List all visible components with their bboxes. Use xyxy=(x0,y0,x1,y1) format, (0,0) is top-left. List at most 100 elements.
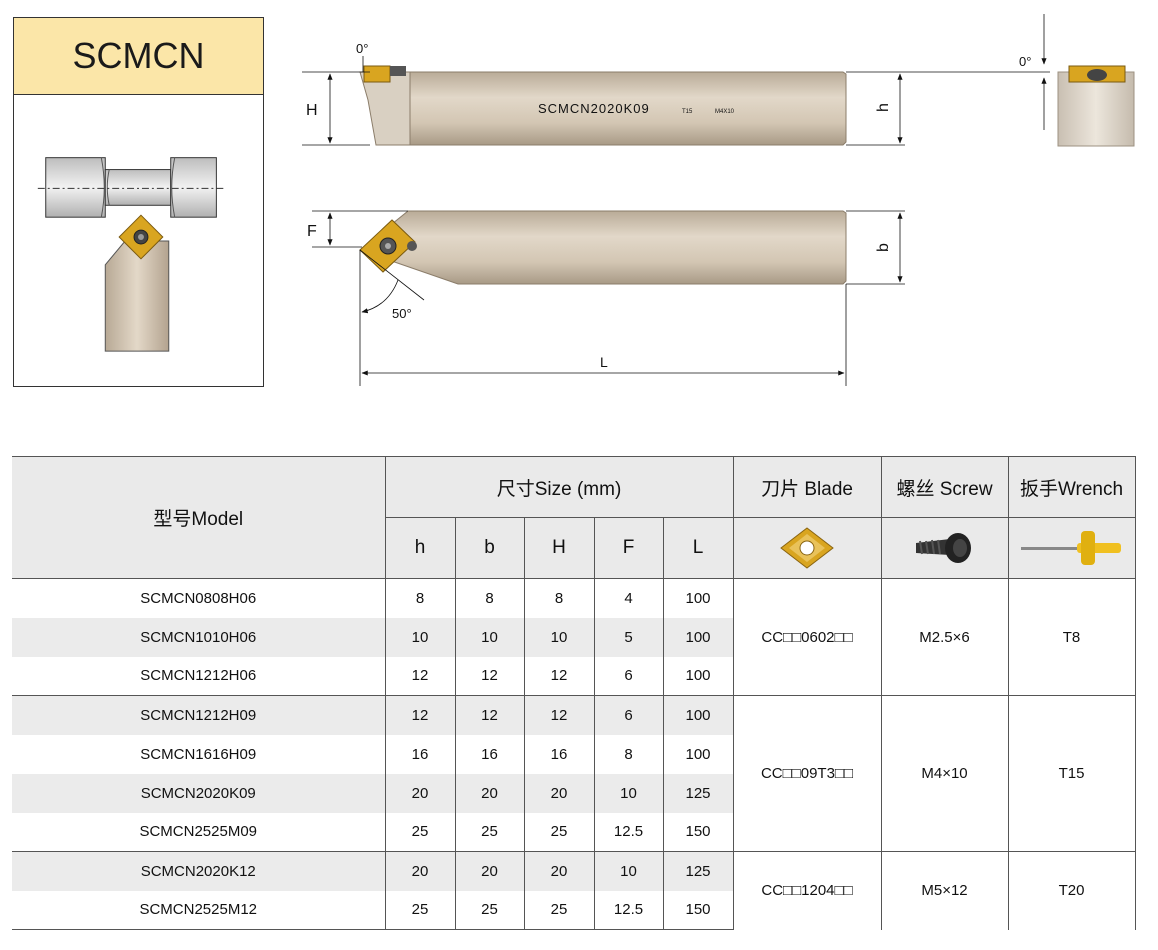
cell-blade: CC□□1204□□ xyxy=(732,851,882,930)
cell-model: SCMCN2525M09 xyxy=(12,812,386,852)
cell-L: 100 xyxy=(662,578,734,618)
screw-icon xyxy=(915,533,971,563)
cell-F: 6 xyxy=(593,656,664,696)
cell-b: 12 xyxy=(454,656,525,696)
cell-wrench: T15 xyxy=(1007,695,1136,852)
cell-screw: M2.5×6 xyxy=(880,578,1009,696)
table-row: SCMCN1212H09 12 12 12 6 100 CC□□09T3□□ M… xyxy=(12,695,1136,852)
cell-L: 100 xyxy=(662,656,734,696)
holder-shank xyxy=(104,240,170,352)
cell-L: 150 xyxy=(662,890,734,930)
header-col-b: b xyxy=(454,517,525,579)
cell-F: 4 xyxy=(593,578,664,618)
wrench-icon xyxy=(1020,531,1121,565)
label-b: b xyxy=(875,243,892,252)
cell-h: 25 xyxy=(384,812,456,852)
cell-L: 100 xyxy=(662,734,734,774)
cell-h: 12 xyxy=(384,695,456,735)
product-badge: SCMCN xyxy=(13,17,264,387)
cell-L: 125 xyxy=(662,851,734,891)
screw-image-cell xyxy=(880,517,1009,579)
table-row: SCMCN0808H06 8 8 8 4 100 CC□□0602□□ M2.5… xyxy=(12,578,1136,696)
cell-F: 8 xyxy=(593,734,664,774)
cell-H: 8 xyxy=(523,578,595,618)
cell-h: 10 xyxy=(384,617,456,657)
header-screw: 螺丝 Screw xyxy=(880,456,1009,518)
header-model: 型号Model xyxy=(12,456,386,579)
cell-H: 12 xyxy=(523,695,595,735)
cell-b: 25 xyxy=(454,812,525,852)
cell-model: SCMCN1212H06 xyxy=(12,656,386,696)
table-row: SCMCN2525M09 25 25 25 12.5 150 xyxy=(12,812,1135,852)
cell-wrench: T20 xyxy=(1007,851,1136,930)
cell-model: SCMCN1616H09 xyxy=(12,734,386,774)
cell-L: 150 xyxy=(662,812,734,852)
cell-H: 25 xyxy=(523,812,595,852)
cell-screw: M4×10 xyxy=(880,695,1009,852)
end-view: 0° xyxy=(1019,14,1135,147)
header-wrench: 扳手Wrench xyxy=(1007,456,1136,518)
cell-b: 20 xyxy=(454,773,525,813)
cell-blade: CC□□0602□□ xyxy=(732,578,882,696)
cell-wrench: T8 xyxy=(1007,578,1136,696)
cell-model: SCMCN2020K09 xyxy=(12,773,386,813)
label-L: L xyxy=(600,354,608,370)
cell-F: 12.5 xyxy=(593,890,664,930)
shank-marking-small2: M4X10 xyxy=(715,109,735,115)
cell-b: 10 xyxy=(454,617,525,657)
header-col-h: h xyxy=(384,517,456,579)
table-row: SCMCN1010H06 10 10 10 5 100 xyxy=(12,617,1135,657)
label-0deg-left: 0° xyxy=(356,41,368,56)
cell-h: 8 xyxy=(384,578,456,618)
cell-h: 12 xyxy=(384,656,456,696)
table-row: SCMCN1212H06 12 12 12 6 100 xyxy=(12,656,1135,696)
label-0deg-right: 0° xyxy=(1019,54,1031,69)
table-row: SCMCN2525M12 25 25 25 12.5 150 xyxy=(12,890,1135,930)
cell-h: 20 xyxy=(384,851,456,891)
cell-L: 100 xyxy=(662,695,734,735)
cell-H: 20 xyxy=(523,773,595,813)
shank-marking: SCMCN2020K09 xyxy=(538,101,650,116)
cell-model: SCMCN1212H09 xyxy=(12,695,386,735)
label-h: h xyxy=(875,103,892,112)
cell-H: 25 xyxy=(523,890,595,930)
cell-h: 25 xyxy=(384,890,456,930)
label-angle: 50° xyxy=(392,306,412,321)
technical-drawing: SCMCN2020K09 T15 M4X10 H 0° h 0° xyxy=(302,14,1135,386)
insert-icon xyxy=(359,219,417,273)
insert-icon xyxy=(118,214,164,260)
machining-diagram xyxy=(37,157,227,352)
table-row: SCMCN2020K09 20 20 20 10 125 xyxy=(12,773,1135,813)
cell-F: 12.5 xyxy=(593,812,664,852)
front-view: SCMCN2020K09 T15 M4X10 H 0° h xyxy=(302,41,1050,146)
cell-h: 16 xyxy=(384,734,456,774)
workpiece xyxy=(37,157,227,218)
cell-model: SCMCN2525M12 xyxy=(12,890,386,930)
cell-model: SCMCN2020K12 xyxy=(12,851,386,891)
cell-F: 5 xyxy=(593,617,664,657)
cell-model: SCMCN0808H06 xyxy=(12,578,386,618)
spec-table: 型号Model 尺寸Size (mm) 刀片 Blade 螺丝 Screw 扳手… xyxy=(12,456,1136,930)
cell-b: 25 xyxy=(454,890,525,930)
plan-view: F b 50° L xyxy=(307,210,905,386)
cell-F: 10 xyxy=(593,773,664,813)
label-F: F xyxy=(307,223,317,240)
cell-h: 20 xyxy=(384,773,456,813)
header-col-L: L xyxy=(662,517,734,579)
cell-H: 20 xyxy=(523,851,595,891)
label-H: H xyxy=(306,102,318,119)
header-blade: 刀片 Blade xyxy=(732,456,882,518)
cell-H: 10 xyxy=(523,617,595,657)
cell-b: 20 xyxy=(454,851,525,891)
cell-b: 12 xyxy=(454,695,525,735)
shank-marking-small1: T15 xyxy=(682,109,693,115)
blade-image-cell xyxy=(732,517,882,579)
badge-title: SCMCN xyxy=(14,18,263,95)
cell-blade: CC□□09T3□□ xyxy=(732,695,882,852)
cell-F: 10 xyxy=(593,851,664,891)
cell-model: SCMCN1010H06 xyxy=(12,617,386,657)
cell-L: 125 xyxy=(662,773,734,813)
cell-F: 6 xyxy=(593,695,664,735)
insert-icon xyxy=(780,527,834,569)
header-col-H: H xyxy=(523,517,595,579)
